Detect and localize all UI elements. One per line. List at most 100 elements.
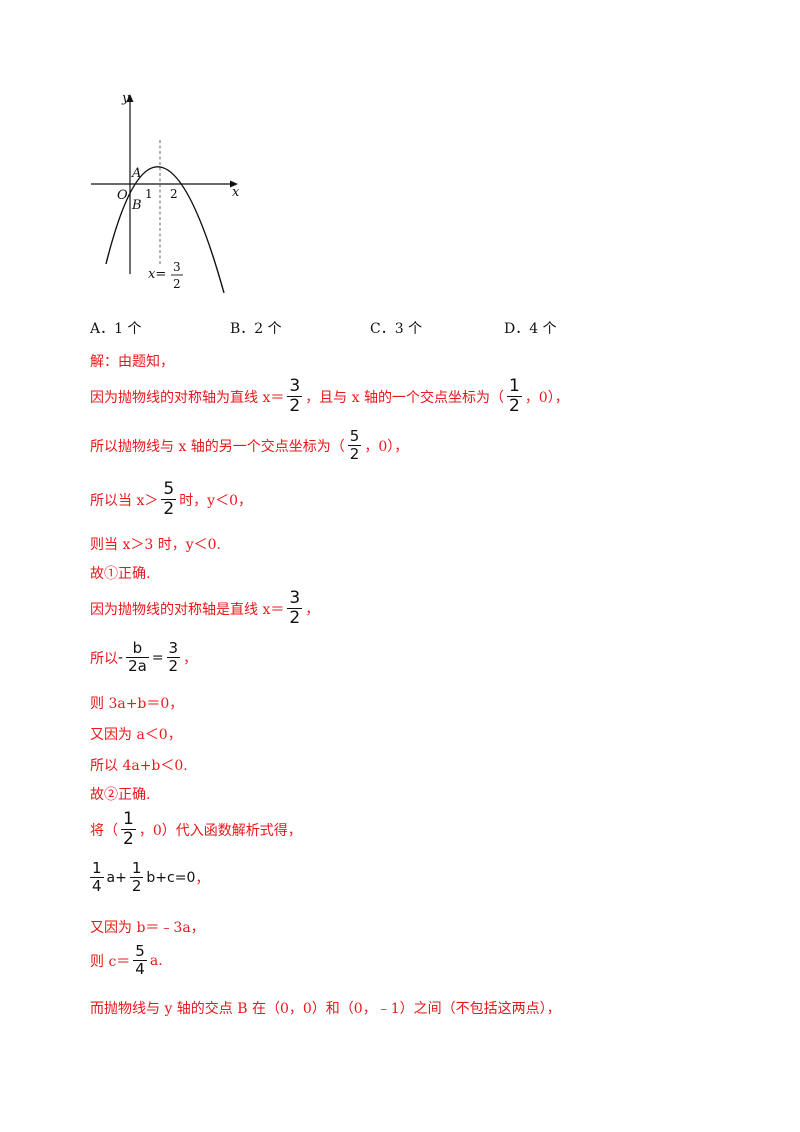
denominator: 2: [289, 608, 301, 628]
option-d[interactable]: D．4 个: [504, 321, 557, 337]
option-b[interactable]: B．2 个: [230, 321, 282, 337]
fraction: b 2a: [126, 641, 149, 674]
parabola-curve: [105, 166, 225, 293]
denominator: 4: [135, 960, 145, 978]
point-a-label: A: [131, 166, 141, 181]
denominator: 2: [123, 829, 134, 849]
fraction: 5 2: [347, 427, 362, 463]
numerator: 5: [349, 427, 360, 445]
fraction: 5 4: [133, 944, 147, 977]
solution-text: 时，y＜0，: [179, 492, 253, 509]
symmetry-den: 2: [173, 277, 181, 291]
numerator: 3: [289, 588, 301, 608]
point-b-label: B: [131, 198, 142, 213]
solution-text: ，: [183, 650, 198, 667]
solution-text: 则 3a+b＝0，: [90, 696, 184, 712]
numerator: 3: [289, 376, 301, 396]
denominator: 2: [349, 445, 360, 463]
solution-line-4: 所以当 x＞ 5 2 时，y＜0，: [90, 481, 252, 518]
numerator: 1: [131, 859, 142, 877]
solution-text: ，0）代入函数解析式得，: [138, 822, 302, 839]
y-axis-arrow: [126, 94, 134, 102]
fraction-bar: [121, 829, 136, 830]
numerator: 1: [508, 376, 520, 396]
fraction: 1 2: [129, 859, 144, 895]
solution-text: 所以: [90, 650, 118, 667]
fraction: 3 2: [287, 588, 303, 628]
solution-line-1: 解：由题知，: [90, 351, 174, 371]
option-c[interactable]: C．3 个: [370, 321, 423, 337]
tick-2-label: 2: [170, 187, 178, 201]
fraction-bar: [126, 657, 149, 658]
option-a[interactable]: A．1 个: [90, 321, 142, 337]
solution-line-12: 故②正确.: [90, 784, 150, 804]
solution-line-5: 则当 x＞3 时，y＜0.: [90, 534, 221, 554]
fraction: 1 2: [121, 811, 136, 848]
denominator: 2: [131, 877, 142, 895]
solution-text: ，: [305, 601, 320, 618]
denominator: 2a: [128, 657, 147, 675]
numerator: 3: [168, 639, 179, 657]
solution-line-6: 故①正确.: [90, 563, 150, 583]
denominator: 2: [163, 499, 175, 519]
solution-line-13: 将（ 1 2 ，0）代入函数解析式得，: [90, 811, 302, 848]
equals-sign: =: [151, 649, 164, 666]
solution-line-2: 因为抛物线的对称轴为直线 x＝ 3 2 ，且与 x 轴的一个交点坐标为（ 1 2…: [90, 378, 569, 415]
solution-line-14: 1 4 a+ 1 2 b+c=0 ，: [90, 861, 209, 894]
fraction-bar: [287, 396, 303, 397]
origin-label: O: [117, 188, 128, 203]
solution-line-16: 则 c＝ 5 4 a.: [90, 944, 163, 977]
solution-text: 而抛物线与 y 轴的交点 B 在（0，0）和（0，﹣1）之间（不包括这两点），: [90, 1001, 561, 1017]
fraction-bar: [129, 877, 144, 878]
minus-sign: -: [118, 649, 124, 666]
denominator: 2: [289, 396, 301, 416]
solution-line-7: 因为抛物线的对称轴是直线 x＝ 3 2 ，: [90, 590, 319, 627]
denominator: 2: [508, 396, 520, 416]
fraction: 1 2: [506, 376, 522, 416]
solution-text: 又因为 a＜0，: [90, 727, 182, 743]
solution-text: 又因为 b＝﹣3a，: [90, 920, 205, 936]
fraction-bar: [133, 960, 147, 961]
fraction-bar: [347, 445, 362, 446]
solution-line-9: 则 3a+b＝0，: [90, 693, 183, 713]
solution-line-17: 而抛物线与 y 轴的交点 B 在（0，0）和（0，﹣1）之间（不包括这两点），: [90, 998, 561, 1018]
solution-text: 因为抛物线的对称轴是直线 x＝: [90, 601, 285, 618]
solution-line-8: 所以 - b 2a = 3 2 ，: [90, 641, 197, 674]
solution-text: 因为抛物线的对称轴为直线 x＝: [90, 389, 285, 406]
parabola-graph: y x O A B 1 2 x= 3 2: [88, 88, 248, 293]
math-text: a+: [106, 869, 127, 886]
solution-text: 故①正确.: [90, 566, 151, 582]
denominator: 4: [92, 877, 102, 895]
solution-line-3: 所以抛物线与 x 轴的另一个交点坐标为（ 5 2 ，0），: [90, 429, 408, 462]
solution-text: 所以当 x＞: [90, 492, 159, 509]
solution-text: 所以抛物线与 x 轴的另一个交点坐标为（: [90, 438, 345, 455]
solution-text: 所以 4a+b＜0.: [90, 758, 188, 774]
math-text: b+c=0: [146, 869, 196, 886]
fraction-bar: [287, 608, 303, 609]
y-axis-label: y: [121, 91, 130, 106]
fraction-bar: [90, 877, 104, 878]
solution-text: 将（: [90, 822, 118, 839]
solution-text: a.: [149, 952, 163, 969]
fraction: 1 4: [90, 861, 104, 894]
symmetry-num: 3: [173, 260, 181, 274]
solution-text: 则 c＝: [90, 953, 131, 970]
solution-text: ，0），: [524, 389, 569, 406]
fraction: 3 2: [287, 376, 303, 416]
parabola-svg: y x O A B 1 2 x= 3 2: [91, 91, 240, 293]
numerator: 1: [92, 859, 102, 877]
solution-text: 则当 x＞3 时，y＜0.: [90, 537, 221, 553]
tick-1-label: 1: [145, 187, 153, 201]
solution-text: 解：由题知，: [90, 354, 174, 370]
solution-text: 故②正确.: [90, 787, 151, 803]
denominator: 2: [168, 657, 179, 675]
answer-options: A．1 个 B．2 个 C．3 个 D．4 个: [90, 318, 710, 340]
fraction-bar: [506, 396, 522, 397]
fraction: 3 2: [166, 639, 181, 675]
solution-text: ，且与 x 轴的一个交点坐标为（: [305, 389, 504, 406]
fraction: 5 2: [161, 481, 177, 519]
fraction-bar: [166, 657, 181, 658]
symmetry-eq-label: x=: [148, 267, 166, 282]
solution-text: ，: [195, 870, 210, 887]
